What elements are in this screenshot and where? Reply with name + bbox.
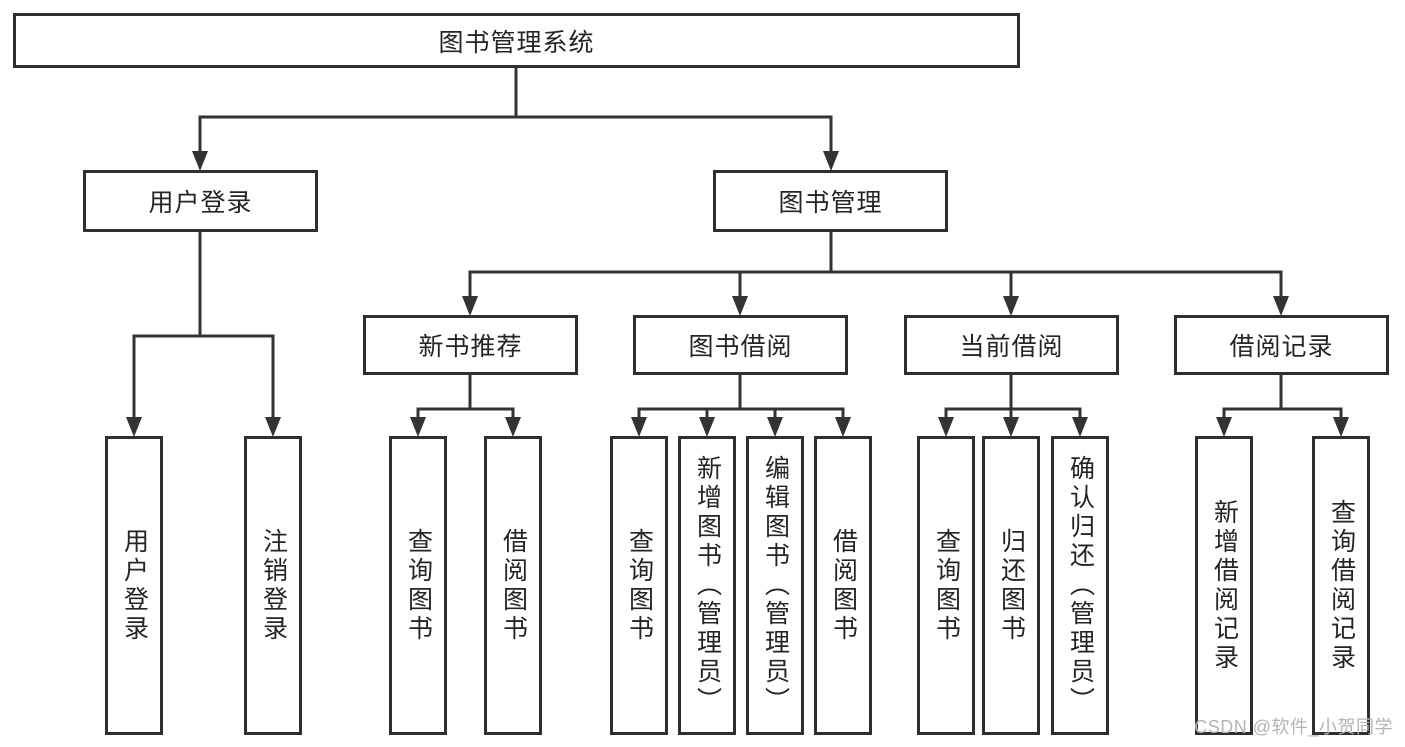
- arrowhead: [1273, 296, 1289, 316]
- arrowhead: [938, 417, 954, 437]
- leaf-confirm-return-admin: 确认归还（管理员）: [1051, 436, 1109, 735]
- arrowhead: [505, 417, 521, 437]
- arrowhead: [631, 417, 647, 437]
- leaf-query-book-current: 查询图书: [917, 436, 975, 735]
- arrowhead: [823, 151, 839, 171]
- leaf-return-book: 归还图书: [982, 436, 1040, 735]
- leaf-logout: 注销登录: [244, 436, 302, 735]
- leaf-query-book-borrowing: 查询图书: [610, 436, 668, 735]
- node-book-management: 图书管理: [713, 170, 948, 232]
- leaf-add-book-admin: 新增图书（管理员）: [678, 436, 736, 735]
- leaf-user-login: 用户登录: [105, 436, 163, 735]
- arrowhead: [1072, 417, 1088, 437]
- arrowhead: [699, 417, 715, 437]
- leaf-add-borrow-record: 新增借阅记录: [1195, 436, 1253, 735]
- node-book-borrowing: 图书借阅: [633, 315, 848, 375]
- arrowhead: [462, 296, 478, 316]
- arrowhead: [767, 417, 783, 437]
- arrowhead: [732, 296, 748, 316]
- leaf-query-book-recommend: 查询图书: [389, 436, 447, 735]
- node-user-login: 用户登录: [83, 170, 318, 232]
- node-new-book-recommend: 新书推荐: [363, 315, 578, 375]
- node-borrowing-records: 借阅记录: [1174, 315, 1389, 375]
- arrowhead: [1333, 417, 1349, 437]
- arrowhead: [1216, 417, 1232, 437]
- node-current-borrowing: 当前借阅: [904, 315, 1119, 375]
- leaf-query-borrow-record: 查询借阅记录: [1312, 436, 1370, 735]
- leaf-edit-book-admin: 编辑图书（管理员）: [746, 436, 804, 735]
- csdn-watermark: CSDN @软件_小贺同学: [1194, 717, 1393, 737]
- arrowhead: [265, 417, 281, 437]
- arrowhead: [835, 417, 851, 437]
- arrowhead: [410, 417, 426, 437]
- arrowhead: [1003, 296, 1019, 316]
- leaf-borrow-book: 借阅图书: [814, 436, 872, 735]
- arrowhead: [1003, 417, 1019, 437]
- arrowhead: [126, 417, 142, 437]
- node-root-library-system: 图书管理系统: [13, 13, 1020, 68]
- arrowhead: [192, 151, 208, 171]
- leaf-borrow-book-recommend: 借阅图书: [484, 436, 542, 735]
